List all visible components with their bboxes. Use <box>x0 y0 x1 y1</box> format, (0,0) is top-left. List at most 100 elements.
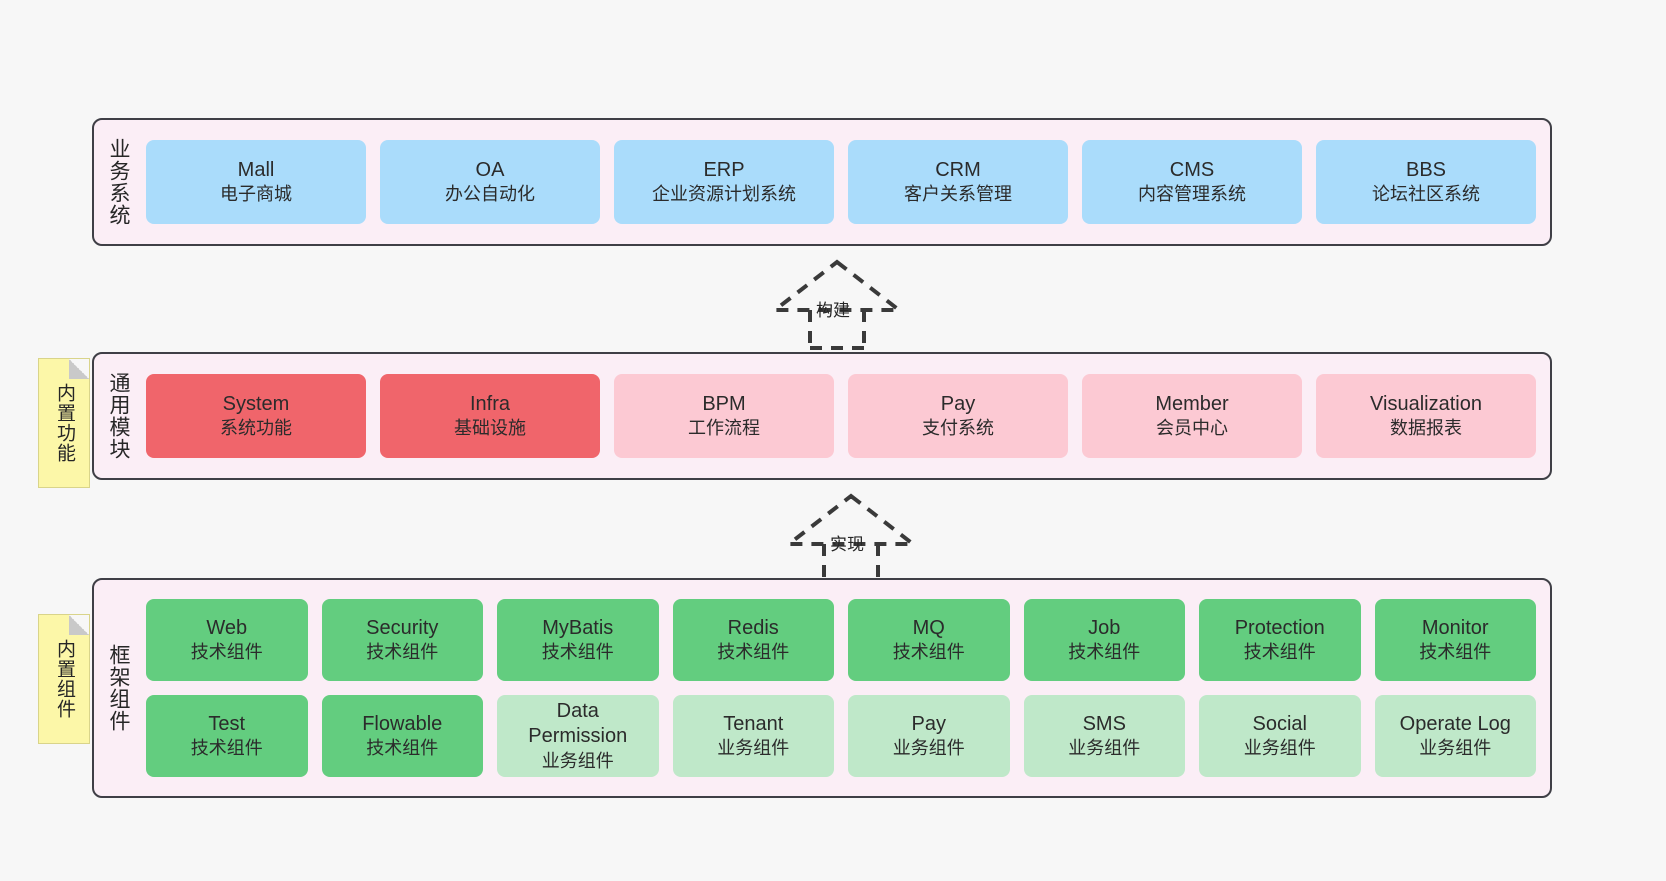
node-bbs-en: BBS <box>1405 158 1447 181</box>
node-cms-cn: 内容管理系统 <box>1138 184 1246 205</box>
node-visualization-cn: 数据报表 <box>1390 418 1462 439</box>
node-sms-en: SMS <box>1082 712 1126 735</box>
node-web-cn: 技术组件 <box>190 642 263 663</box>
layer-body-common-modules: System 系统功能 Infra 基础设施 BPM 工作流程 Pay 支付系统… <box>142 354 1550 478</box>
node-bpm-en: BPM <box>702 392 746 415</box>
node-system-en: System <box>222 392 290 415</box>
node-monitor[interactable]: Monitor 技术组件 <box>1374 599 1536 681</box>
node-social[interactable]: Social 业务组件 <box>1199 695 1361 777</box>
layer-body-framework-components: Web 技术组件 Security 技术组件 MyBatis 技术组件 Redi… <box>142 580 1550 796</box>
sticky-note-builtin-components-label: 内置组件 <box>53 639 75 719</box>
layer-business-systems: 业务系统 Mall 电子商城 OA 办公自动化 ERP 企业资源计划系统 CRM… <box>92 118 1552 246</box>
node-flowable-cn: 技术组件 <box>366 738 439 759</box>
node-redis[interactable]: Redis 技术组件 <box>672 599 834 681</box>
node-operate-log-cn: 业务组件 <box>1419 738 1492 759</box>
node-redis-cn: 技术组件 <box>717 642 790 663</box>
framework-row-technical: Web 技术组件 Security 技术组件 MyBatis 技术组件 Redi… <box>146 599 1536 681</box>
node-infra[interactable]: Infra 基础设施 <box>380 374 600 458</box>
node-crm-en: CRM <box>935 158 981 181</box>
node-test-cn: 技术组件 <box>190 738 263 759</box>
node-pay-component[interactable]: Pay 业务组件 <box>848 695 1010 777</box>
node-mq-en: MQ <box>912 616 945 639</box>
node-tenant-en: Tenant <box>723 712 784 735</box>
node-monitor-cn: 技术组件 <box>1419 642 1492 663</box>
node-bbs[interactable]: BBS 论坛社区系统 <box>1316 140 1536 224</box>
node-job-en: Job <box>1088 616 1121 639</box>
connector-build-label: 构建 <box>816 301 850 320</box>
sticky-note-builtin-features: 内置功能 <box>38 358 90 488</box>
node-mq-cn: 技术组件 <box>892 642 965 663</box>
node-security[interactable]: Security 技术组件 <box>321 599 483 681</box>
node-mall[interactable]: Mall 电子商城 <box>146 140 366 224</box>
node-crm-cn: 客户关系管理 <box>904 184 1012 205</box>
node-bbs-cn: 论坛社区系统 <box>1372 184 1480 205</box>
node-job-cn: 技术组件 <box>1068 642 1141 663</box>
node-bpm[interactable]: BPM 工作流程 <box>614 374 834 458</box>
layer-title-business-systems: 业务系统 <box>107 138 131 226</box>
build-arrow-head <box>769 259 905 312</box>
node-operate-log-en: Operate Log <box>1399 712 1511 735</box>
node-cms[interactable]: CMS 内容管理系统 <box>1082 140 1302 224</box>
node-security-cn: 技术组件 <box>366 642 439 663</box>
node-tenant-cn: 业务组件 <box>717 738 790 759</box>
node-oa[interactable]: OA 办公自动化 <box>380 140 600 224</box>
sticky-note-builtin-features-label: 内置功能 <box>53 383 75 463</box>
node-infra-en: Infra <box>469 392 511 415</box>
node-tenant[interactable]: Tenant 业务组件 <box>672 695 834 777</box>
node-redis-en: Redis <box>727 616 779 639</box>
node-system-cn: 系统功能 <box>220 418 292 439</box>
connector-implement: 实现 <box>776 492 926 584</box>
sticky-note-builtin-components: 内置组件 <box>38 614 90 744</box>
layer-body-business-systems: Mall 电子商城 OA 办公自动化 ERP 企业资源计划系统 CRM 客户关系… <box>142 120 1550 244</box>
node-mall-en: Mall <box>237 158 275 181</box>
node-bpm-cn: 工作流程 <box>688 418 760 439</box>
node-erp-en: ERP <box>703 158 745 181</box>
node-flowable-en: Flowable <box>362 712 443 735</box>
node-web[interactable]: Web 技术组件 <box>146 599 308 681</box>
node-member-en: Member <box>1155 392 1229 415</box>
node-pay-module-cn: 支付系统 <box>922 418 994 439</box>
connector-implement-label: 实现 <box>830 535 864 554</box>
node-visualization[interactable]: Visualization 数据报表 <box>1316 374 1536 458</box>
node-flowable[interactable]: Flowable 技术组件 <box>321 695 483 777</box>
node-mq[interactable]: MQ 技术组件 <box>848 599 1010 681</box>
node-social-en: Social <box>1252 712 1307 735</box>
node-job[interactable]: Job 技术组件 <box>1023 599 1185 681</box>
layer-title-framework-components: 框架组件 <box>107 644 131 732</box>
node-cms-en: CMS <box>1169 158 1215 181</box>
node-mall-cn: 电子商城 <box>220 184 292 205</box>
node-pay-module[interactable]: Pay 支付系统 <box>848 374 1068 458</box>
node-mybatis[interactable]: MyBatis 技术组件 <box>497 599 659 681</box>
node-test[interactable]: Test 技术组件 <box>146 695 308 777</box>
node-web-en: Web <box>206 616 248 639</box>
node-mybatis-en: MyBatis <box>542 616 614 639</box>
node-sms[interactable]: SMS 业务组件 <box>1023 695 1185 777</box>
node-data-permission-en: Data Permission <box>528 699 628 748</box>
node-test-en: Test <box>208 712 246 735</box>
node-operate-log[interactable]: Operate Log 业务组件 <box>1374 695 1536 777</box>
node-security-en: Security <box>366 616 439 639</box>
node-erp-cn: 企业资源计划系统 <box>652 184 796 205</box>
node-pay-module-en: Pay <box>940 392 976 415</box>
node-protection[interactable]: Protection 技术组件 <box>1199 599 1361 681</box>
node-pay-component-en: Pay <box>911 712 946 735</box>
layer-title-common-modules: 通用模块 <box>107 372 131 460</box>
node-monitor-en: Monitor <box>1421 616 1489 639</box>
connector-build: 构建 <box>762 258 912 350</box>
build-arrow-stem <box>808 310 866 350</box>
node-system[interactable]: System 系统功能 <box>146 374 366 458</box>
framework-row-business: Test 技术组件 Flowable 技术组件 Data Permission … <box>146 695 1536 777</box>
node-mybatis-cn: 技术组件 <box>541 642 614 663</box>
node-data-permission[interactable]: Data Permission 业务组件 <box>497 695 659 777</box>
node-oa-cn: 办公自动化 <box>445 184 535 205</box>
node-member[interactable]: Member 会员中心 <box>1082 374 1302 458</box>
node-member-cn: 会员中心 <box>1156 418 1228 439</box>
node-social-cn: 业务组件 <box>1243 738 1316 759</box>
layer-framework-components: 框架组件 Web 技术组件 Security 技术组件 MyBatis 技术组件… <box>92 578 1552 798</box>
node-infra-cn: 基础设施 <box>454 418 526 439</box>
node-protection-cn: 技术组件 <box>1243 642 1316 663</box>
node-erp[interactable]: ERP 企业资源计划系统 <box>614 140 834 224</box>
node-protection-en: Protection <box>1234 616 1325 639</box>
node-crm[interactable]: CRM 客户关系管理 <box>848 140 1068 224</box>
